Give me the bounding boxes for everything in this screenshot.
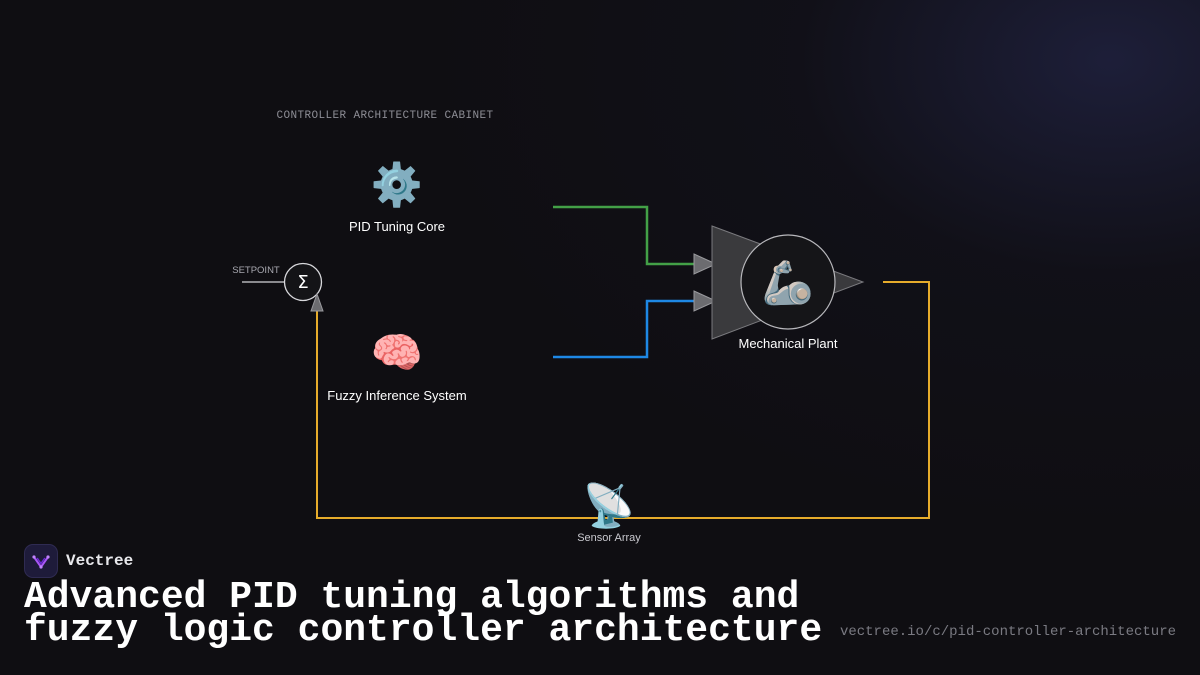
- pid-input-arrowhead: [693, 253, 718, 275]
- setpoint-label: SETPOINT: [232, 265, 280, 276]
- headline-line-1: Advanced PID tuning algorithms and: [24, 576, 800, 619]
- brain-icon: 🧠: [371, 328, 423, 377]
- plant-circle: [740, 234, 836, 330]
- plant-label: Mechanical Plant: [739, 336, 838, 351]
- sigma-icon: Σ: [297, 272, 308, 293]
- fuzzy-inference-node[interactable]: 🧠 Fuzzy Inference System: [327, 328, 466, 403]
- summing-junction[interactable]: Σ: [283, 262, 323, 302]
- fuzzy-label: Fuzzy Inference System: [327, 388, 466, 403]
- feedback-path: [316, 281, 930, 519]
- cabinet-label: CONTROLLER ARCHITECTURE CABINET: [276, 110, 493, 122]
- satellite-antenna-icon: 📡: [583, 479, 635, 530]
- fuzzy-input-arrowhead: [693, 290, 718, 312]
- brand-name: Vectree: [66, 552, 134, 570]
- summing-junction-circle: [283, 262, 323, 302]
- fuzzy-output-path: [553, 299, 696, 359]
- pid-tuning-core-node[interactable]: ⚙️ PID Tuning Core: [349, 160, 445, 234]
- pid-output-path: [553, 205, 696, 266]
- vectree-logo-icon: [24, 544, 58, 578]
- sensor-label: Sensor Array: [577, 532, 641, 544]
- sensor-array-node[interactable]: 📡 Sensor Array: [577, 479, 641, 544]
- gear-icon: ⚙️: [371, 160, 423, 209]
- page-url[interactable]: vectree.io/c/pid-controller-architecture: [839, 624, 1176, 640]
- pid-core-label: PID Tuning Core: [349, 219, 445, 234]
- mechanical-arm-icon: 🦾: [762, 258, 814, 307]
- brand[interactable]: Vectree: [24, 544, 133, 578]
- headline-line-2: fuzzy logic controller architecture: [24, 609, 823, 652]
- feedback-arrowhead: [310, 292, 324, 312]
- mechanical-plant-node[interactable]: 🦾 Mechanical Plant: [739, 234, 838, 351]
- page-headline: Advanced PID tuning algorithms and fuzzy…: [24, 576, 824, 652]
